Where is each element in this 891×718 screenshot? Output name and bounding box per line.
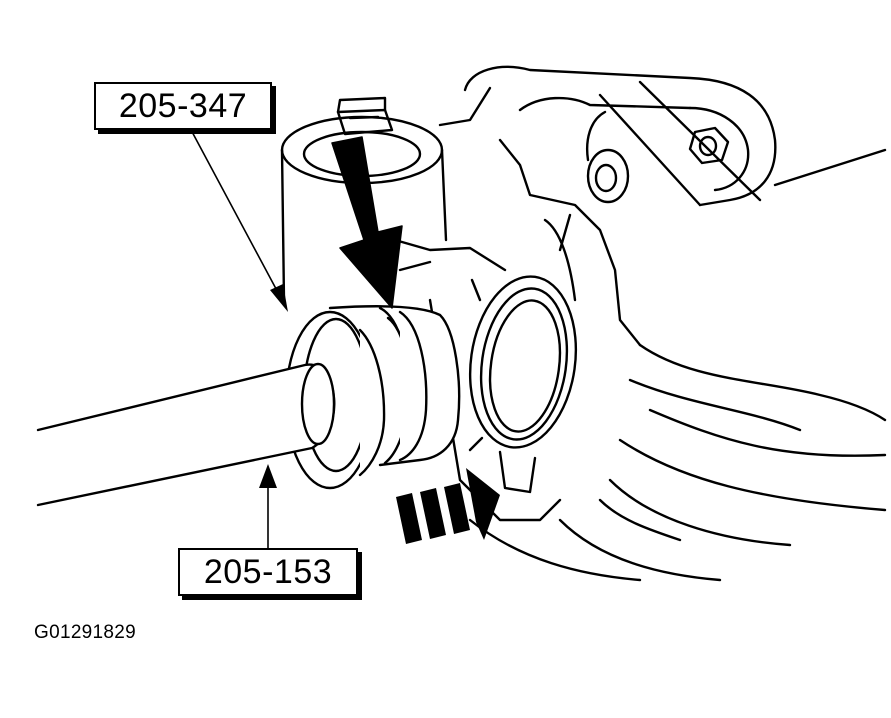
driver-handle-shaft: [36, 362, 336, 507]
leader-line-top: [189, 127, 283, 301]
figure-id-label: G01291829: [34, 622, 137, 643]
tool-callout-205-153: 205-153: [178, 548, 358, 596]
leader-arrowhead-bottom: [259, 464, 277, 488]
install-direction-arrow: [396, 468, 500, 544]
tool-callout-205-347: 205-347: [94, 82, 272, 130]
press-force-arrow: [331, 136, 403, 309]
leader-arrowhead-top: [270, 284, 288, 312]
knuckle-housing: [393, 65, 887, 582]
hub-bore-ring: [468, 275, 578, 452]
leader-lines: [189, 127, 283, 549]
